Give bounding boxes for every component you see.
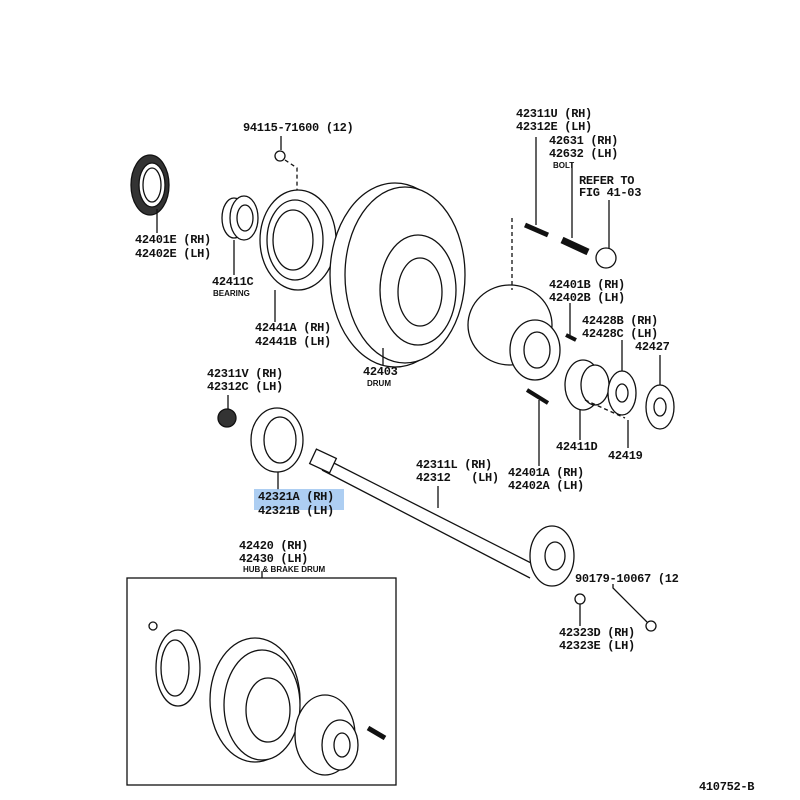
label-42441b[interactable]: 42441B (LH) — [255, 335, 331, 349]
label-42311v[interactable]: 42311V (RH) — [207, 367, 283, 381]
gasket-part — [217, 395, 304, 490]
label-42311l[interactable]: 42311L (RH) — [416, 458, 492, 472]
label-42323e[interactable]: 42323E (LH) — [559, 639, 635, 653]
label-42419[interactable]: 42419 — [608, 449, 643, 463]
label-42420[interactable]: 42420 (RH) — [239, 539, 309, 553]
hub-part — [467, 218, 561, 381]
label-42323d[interactable]: 42323D (RH) — [559, 626, 635, 640]
label-42311u[interactable]: 42311U (RH) — [516, 107, 592, 121]
label-42321b[interactable]: 42321B (LH) — [258, 504, 334, 518]
refer-to-text: REFER TO — [579, 174, 635, 188]
label-42403[interactable]: 42403 — [363, 365, 398, 379]
bearing-ring-parts — [564, 340, 675, 448]
drum-part — [329, 182, 466, 368]
label-42312c[interactable]: 42312C (LH) — [207, 380, 283, 394]
caption-bearing: BEARING — [213, 289, 250, 298]
label-90179-10067[interactable]: 90179-10067 (12 — [575, 572, 679, 586]
caption-hub-brake-drum: HUB & BRAKE DRUM — [243, 565, 326, 574]
label-42402b[interactable]: 42402B (LH) — [549, 291, 625, 305]
label-42312e[interactable]: 42312E (LH) — [516, 120, 592, 134]
label-42402e[interactable]: 42402E (LH) — [135, 247, 211, 261]
label-42430[interactable]: 42430 (LH) — [239, 552, 309, 566]
assembly-box — [126, 571, 397, 786]
label-42411d[interactable]: 42411D — [556, 440, 598, 454]
nut-part — [274, 136, 298, 200]
oil-seal-part — [130, 154, 170, 233]
label-42411c[interactable]: 42411C — [212, 275, 254, 289]
label-42402a[interactable]: 42402A (LH) — [508, 479, 584, 493]
label-42312[interactable]: 42312 (LH) — [416, 471, 499, 485]
label-42631[interactable]: 42631 (RH) — [549, 134, 619, 148]
label-42428c[interactable]: 42428C (LH) — [582, 327, 658, 341]
label-42427[interactable]: 42427 — [635, 340, 670, 354]
label-42632[interactable]: 42632 (LH) — [549, 147, 619, 161]
axle-shaft-part — [308, 448, 575, 587]
label-94115-71600[interactable]: 94115-71600 (12) — [243, 121, 354, 135]
studs-part — [524, 137, 617, 466]
figure-id: 410752-B — [699, 780, 755, 794]
caption-drum: DRUM — [367, 379, 391, 388]
refer-fig-text[interactable]: FIG 41-03 — [579, 186, 642, 200]
small-nuts-part — [574, 584, 657, 632]
bearing-part — [221, 195, 259, 275]
caption-bolt: BOLT — [553, 161, 575, 170]
backing-plate-part — [259, 189, 337, 322]
label-42441a[interactable]: 42441A (RH) — [255, 321, 331, 335]
label-42428b[interactable]: 42428B (RH) — [582, 314, 658, 328]
label-42401a[interactable]: 42401A (RH) — [508, 466, 584, 480]
label-42401e[interactable]: 42401E (RH) — [135, 233, 211, 247]
selected-part-highlight[interactable] — [254, 489, 344, 510]
label-42401b[interactable]: 42401B (RH) — [549, 278, 625, 292]
label-42321a[interactable]: 42321A (RH) — [258, 490, 334, 504]
